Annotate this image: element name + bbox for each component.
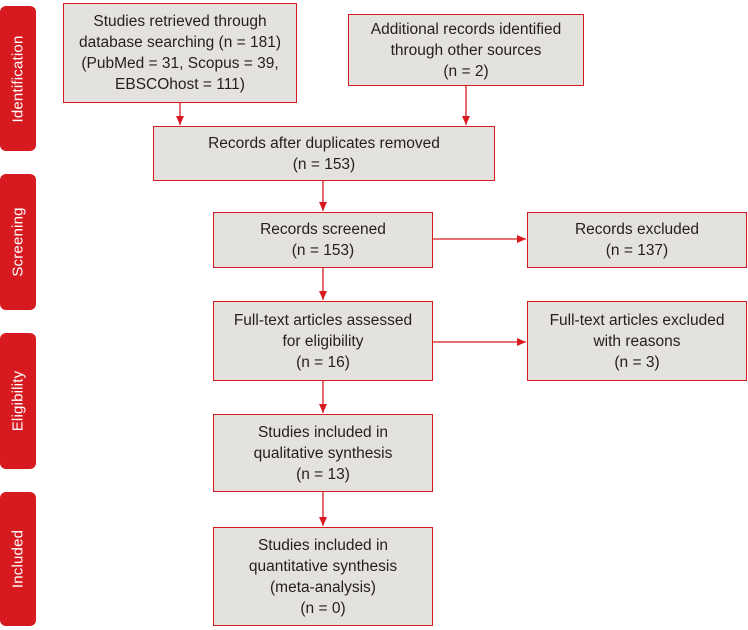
fulltext-excluded-line-3: (n = 3)	[614, 353, 660, 371]
quantitative-line-2: quantitative synthesis	[248, 557, 398, 575]
fulltext-assessed-line-1: Full-text articles assessed	[233, 311, 413, 329]
records-excluded-line-1: Records excluded	[574, 221, 700, 238]
phase-identification: Identification	[0, 6, 36, 151]
other-sources-line-3: (n = 2)	[443, 62, 489, 80]
duplicates-removed-line-2: (n = 153)	[292, 155, 356, 173]
phase-included: Included	[0, 492, 36, 626]
box-qualitative-synthesis: Studies included in qualitative synthesi…	[213, 414, 433, 492]
database-search-line-4: EBSCOhost = 111)	[115, 76, 245, 93]
box-other-sources: Additional records identified through ot…	[348, 14, 584, 86]
duplicates-removed-line-1: Records after duplicates removed	[208, 134, 440, 152]
quantitative-line-4: (n = 0)	[300, 599, 346, 617]
database-search-line-3: (PubMed = 31, Scopus = 39,	[81, 55, 279, 72]
database-search-line-1: Studies retrieved through	[93, 13, 267, 30]
qualitative-line-2: qualitative synthesis	[253, 444, 393, 462]
records-screened-line-2: (n = 153)	[291, 242, 355, 259]
box-records-excluded: Records excluded (n = 137)	[527, 212, 747, 268]
fulltext-assessed-line-3: (n = 16)	[296, 353, 350, 371]
records-screened-line-1: Records screened	[260, 221, 386, 238]
fulltext-excluded-line-1: Full-text articles excluded	[549, 311, 725, 329]
box-database-search: Studies retrieved through database searc…	[63, 3, 297, 103]
quantitative-line-1: Studies included in	[257, 536, 389, 554]
other-sources-line-1: Additional records identified	[370, 20, 562, 38]
box-quantitative-synthesis: Studies included in quantitative synthes…	[213, 527, 433, 626]
qualitative-line-3: (n = 13)	[296, 465, 350, 483]
database-search-line-2: database searching (n = 181)	[78, 34, 282, 51]
box-fulltext-excluded: Full-text articles excluded with reasons…	[527, 301, 747, 381]
box-fulltext-assessed: Full-text articles assessed for eligibil…	[213, 301, 433, 381]
records-excluded-line-2: (n = 137)	[605, 242, 669, 259]
fulltext-excluded-line-2: with reasons	[593, 332, 681, 350]
phase-eligibility: Eligibility	[0, 333, 36, 469]
other-sources-line-2: through other sources	[390, 41, 542, 59]
phase-screening: Screening	[0, 174, 36, 310]
qualitative-line-1: Studies included in	[257, 423, 389, 441]
box-records-screened: Records screened (n = 153)	[213, 212, 433, 268]
fulltext-assessed-line-2: for eligibility	[282, 332, 364, 350]
quantitative-line-3: (meta-analysis)	[270, 578, 376, 596]
box-duplicates-removed: Records after duplicates removed (n = 15…	[153, 126, 495, 181]
